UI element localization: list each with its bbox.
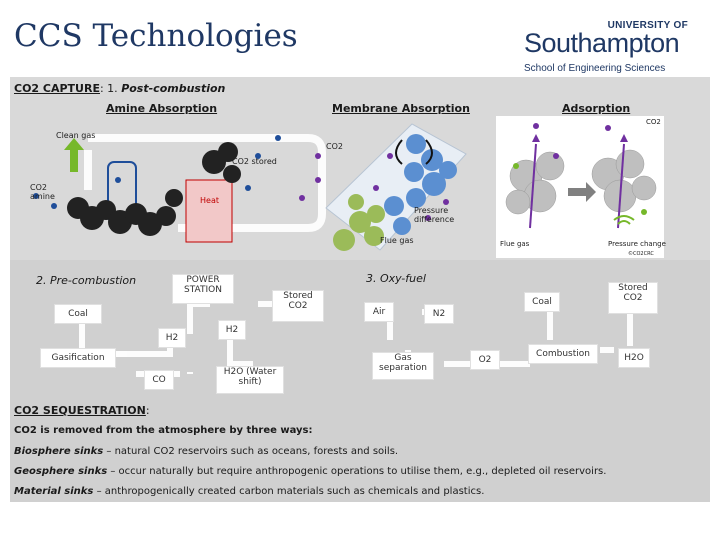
co2-amine-label: CO2 amine — [30, 183, 55, 201]
clean-gas-arrow-icon — [64, 138, 84, 150]
oxy-fuel-title: 3. Oxy-fuel — [366, 272, 426, 285]
gas-separation-box: Gas separation — [372, 352, 434, 380]
sink-text-biosphere: – natural CO2 reservoirs such as oceans,… — [103, 446, 399, 457]
oxy-h2o-box: H2O — [618, 348, 650, 368]
capture-heading-suffix: : 1. — [99, 82, 118, 95]
transfer-arrow-icon — [568, 182, 596, 202]
pre-co-label: CO — [152, 375, 166, 385]
oxy-h2o-label: H2O — [624, 353, 644, 363]
oxy-coal-box: Coal — [524, 292, 560, 312]
sink-term-geosphere: Geosphere sinks — [14, 466, 108, 477]
sink-term-material: Material sinks — [14, 486, 94, 497]
oxy-stored-co2-box: Stored CO2 — [608, 282, 658, 314]
oxy-o2-box: O2 — [470, 350, 500, 370]
pre-coal-box: Coal — [54, 304, 102, 324]
water-shift-label: H2O (Water shift) — [223, 367, 277, 387]
adsorption-title: Adsorption — [562, 102, 631, 115]
pre-h2-left-label: H2 — [165, 333, 179, 343]
oxy-air-label: Air — [372, 307, 386, 317]
sink-text-material: – anthropogenically created carbon mater… — [93, 486, 485, 497]
clean-gas-label: Clean gas — [56, 131, 96, 140]
power-station-label: POWER STATION — [184, 275, 222, 295]
combustion-label: Combustion — [536, 349, 590, 359]
power-station-box: POWER STATION — [172, 274, 234, 304]
amine-absorption-diagram — [33, 134, 326, 243]
pre-stored-co2-box: Stored CO2 — [272, 290, 324, 322]
pre-h2-right-box: H2 — [218, 320, 246, 340]
pre-stored-co2-label: Stored CO2 — [283, 291, 313, 311]
pre-h2-left-box: H2 — [158, 328, 186, 348]
oxy-o2-label: O2 — [478, 355, 492, 365]
university-logo: UNIVERSITY OF Southampton School of Engi… — [522, 20, 692, 76]
slide-title: CCS Technologies — [14, 18, 298, 54]
logo-line-3: School of Engineering Sciences — [524, 63, 666, 74]
membrane-absorption-diagram — [325, 123, 467, 251]
membrane-blue-cells — [384, 134, 457, 235]
water-shift-box: H2O (Water shift) — [216, 366, 284, 394]
post-combustion-label: Post-combustion — [121, 82, 226, 95]
amine-absorption-title: Amine Absorption — [106, 102, 218, 115]
oxy-air-box: Air — [364, 302, 394, 322]
combustion-box: Combustion — [528, 344, 598, 364]
adsorption-diagram: CO2 Flue gas Pressure change ©CO2CRC — [496, 116, 666, 258]
gas-separation-label: Gas separation — [379, 353, 427, 373]
capture-heading-text: CO2 CAPTURE — [14, 82, 100, 95]
pre-coal-label: Coal — [68, 309, 88, 319]
sequestration-heading-suffix: : — [145, 404, 150, 417]
oxy-stored-co2-label: Stored CO2 — [618, 283, 648, 303]
gasification-label: Gasification — [51, 353, 105, 363]
membrane-flue-gas-label: Flue gas — [380, 236, 414, 245]
pressure-change-label: Pressure change — [608, 240, 666, 248]
sequestration-heading-text: CO2 SEQUESTRATION — [14, 404, 146, 417]
pre-co-box: CO — [144, 370, 174, 390]
sink-text-geosphere: – occur naturally but require anthropoge… — [107, 466, 607, 477]
sink-item-geosphere: Geosphere sinks – occur naturally but re… — [14, 466, 606, 477]
oxy-n2-label: N2 — [432, 309, 446, 319]
logo-line-1: UNIVERSITY OF — [607, 20, 688, 31]
pre-h2-right-label: H2 — [225, 325, 239, 335]
membrane-green-cells — [333, 194, 385, 251]
membrane-co2-label: CO2 — [326, 142, 343, 151]
oxy-n2-box: N2 — [424, 304, 454, 324]
co2crc-credit: ©CO2CRC — [628, 251, 654, 257]
gasification-box: Gasification — [40, 348, 116, 368]
pre-combustion-title: 2. Pre-combustion — [36, 274, 137, 287]
sink-item-biosphere: Biosphere sinks – natural CO2 reservoirs… — [14, 446, 398, 457]
adsorption-co2-label: CO2 — [646, 118, 661, 126]
membrane-absorption-title: Membrane Absorption — [332, 102, 470, 115]
lower-panel — [10, 260, 710, 502]
sequestration-heading: CO2 SEQUESTRATION: — [14, 404, 150, 417]
logo-line-2: Southampton — [524, 28, 680, 58]
co2-stored-label: CO2 stored — [232, 157, 277, 166]
sink-item-material: Material sinks – anthropogenically creat… — [14, 486, 484, 497]
oxy-coal-label: Coal — [532, 297, 552, 307]
sequestration-intro: CO2 is removed from the atmosphere by th… — [14, 425, 313, 436]
heat-label: Heat — [200, 196, 219, 205]
amine-molecules — [67, 142, 241, 236]
capture-heading: CO2 CAPTURE: 1. Post-combustion — [14, 82, 225, 95]
sink-term-biosphere: Biosphere sinks — [14, 446, 104, 457]
adsorption-flue-gas-label: Flue gas — [500, 240, 530, 248]
heat-box — [185, 179, 233, 243]
pressure-difference-label: Pressure difference — [414, 206, 455, 224]
